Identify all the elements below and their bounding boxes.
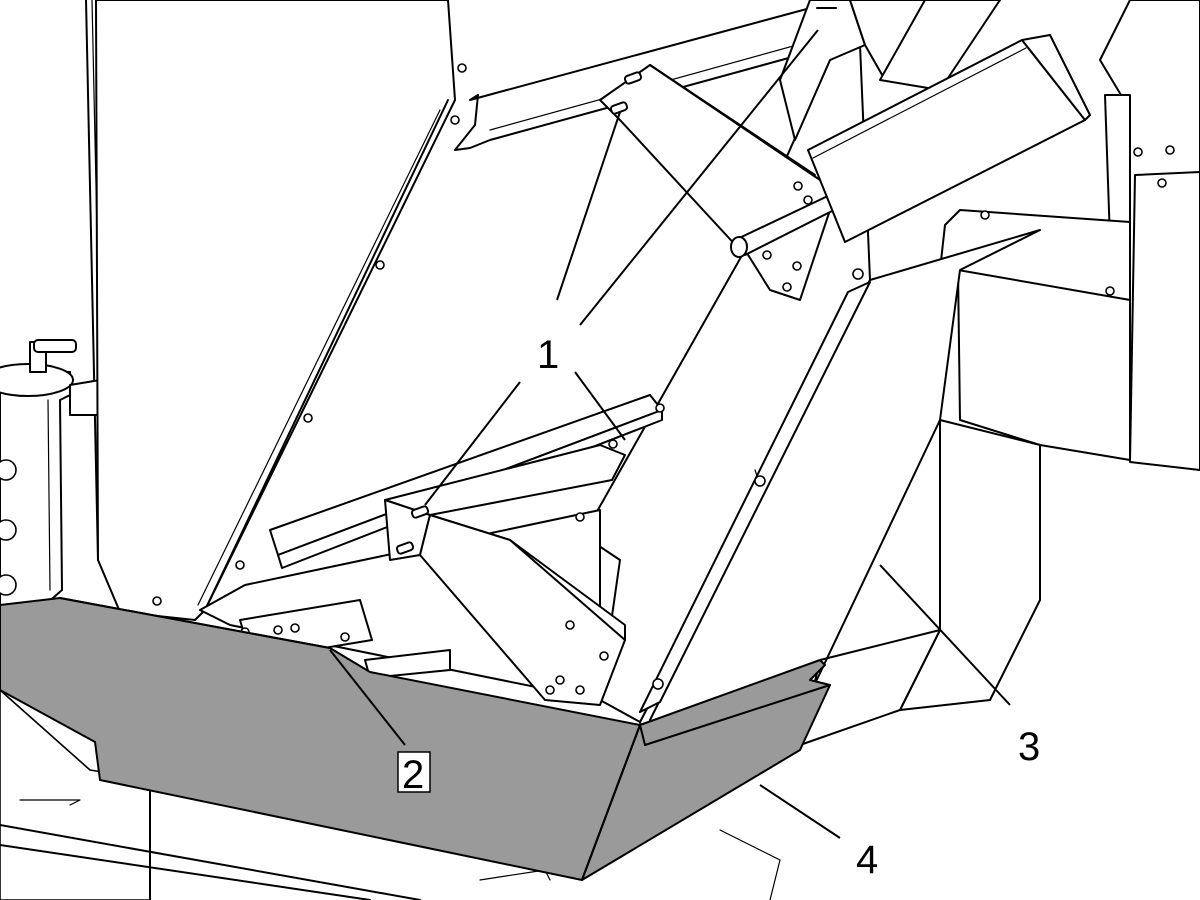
lower-cross-bracket: [384, 439, 626, 706]
upper-chute: [779, 0, 1001, 141]
callout-1: 1: [537, 333, 559, 377]
svg-text:4: 4: [856, 838, 878, 882]
side-panel: [95, 0, 467, 621]
callout-3: 3: [1018, 725, 1040, 769]
callout-2: 2: [397, 751, 431, 797]
callout-leaders: [329, 29, 1011, 839]
chip-tray: [0, 597, 831, 881]
svg-text:1: 1: [537, 333, 559, 377]
chip-tray-side: [581, 659, 831, 881]
motor-mount-plate: [939, 209, 1131, 461]
svg-text:2: 2: [402, 753, 424, 797]
svg-text:3: 3: [1018, 725, 1040, 769]
callout-4: 4: [856, 838, 878, 882]
drive-motor-box: [807, 34, 1091, 243]
conveyor-housing: [639, 229, 1041, 746]
right-cabinet: [1099, 0, 1200, 471]
